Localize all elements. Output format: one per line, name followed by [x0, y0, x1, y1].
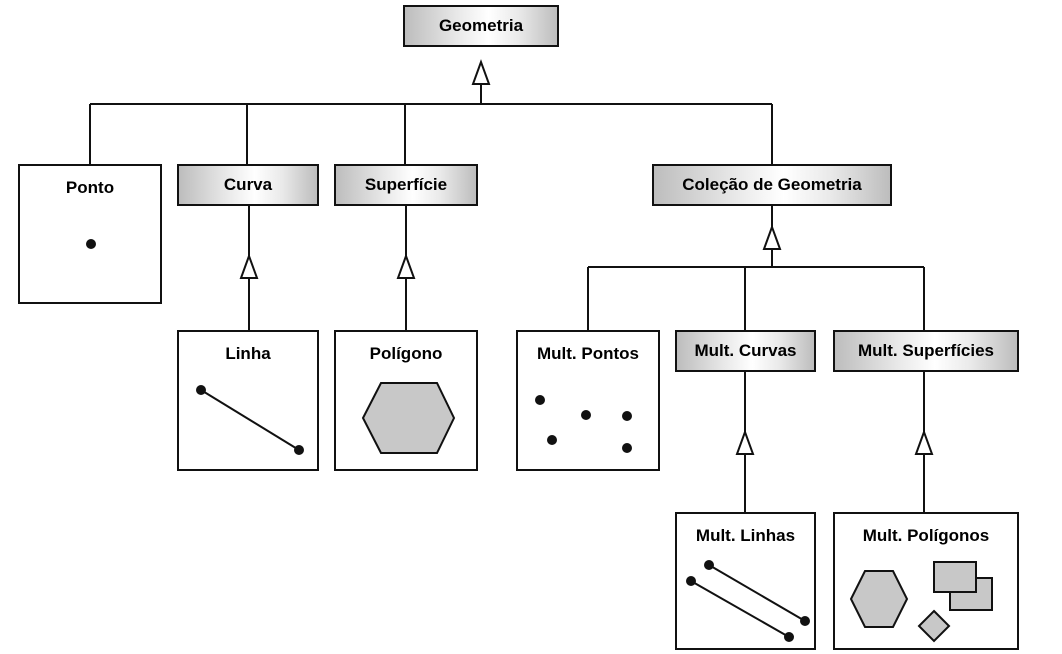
line-icon [196, 385, 304, 455]
node-label: Polígono [369, 344, 443, 363]
inheritance-arrow [396, 253, 416, 279]
node-label: Mult. Polígonos [862, 526, 990, 545]
inheritance-arrow [239, 253, 259, 279]
inheritance-arrow [471, 59, 491, 85]
node-label: Linha [225, 344, 271, 363]
node-geometria: Geometria [403, 5, 559, 47]
node-label: Geometria [438, 16, 524, 35]
node-label: Mult. Superfícies [857, 341, 995, 360]
node-mult-pontos: Mult. Pontos [516, 330, 660, 471]
node-ponto: Ponto [18, 164, 162, 304]
hexagon-icon [361, 382, 456, 454]
node-label: Superfície [364, 175, 448, 194]
node-curva: Curva [177, 164, 319, 206]
inheritance-arrow [735, 429, 755, 455]
node-linha: Linha [177, 330, 319, 471]
inheritance-arrow [762, 224, 782, 250]
node-label: Ponto [65, 178, 115, 197]
node-label: Mult. Curvas [694, 341, 797, 360]
multi-point-icon [535, 395, 632, 453]
node-superficie: Superfície [334, 164, 478, 206]
node-mult-curvas: Mult. Curvas [675, 330, 816, 372]
node-mult-superficies: Mult. Superfícies [833, 330, 1019, 372]
node-poligono: Polígono [334, 330, 478, 471]
node-label: Curva [223, 175, 273, 194]
node-label: Coleção de Geometria [682, 175, 862, 194]
multi-line-icon [686, 560, 810, 642]
inheritance-arrow [914, 429, 934, 455]
node-label: Mult. Linhas [695, 526, 796, 545]
node-mult-linhas: Mult. Linhas [675, 512, 816, 650]
node-colecao-de-geometria: Coleção de Geometria [652, 164, 892, 206]
multi-polygon-icon [849, 561, 993, 643]
point-icon [86, 239, 96, 249]
node-mult-poligonos: Mult. Polígonos [833, 512, 1019, 650]
node-label: Mult. Pontos [537, 344, 639, 363]
